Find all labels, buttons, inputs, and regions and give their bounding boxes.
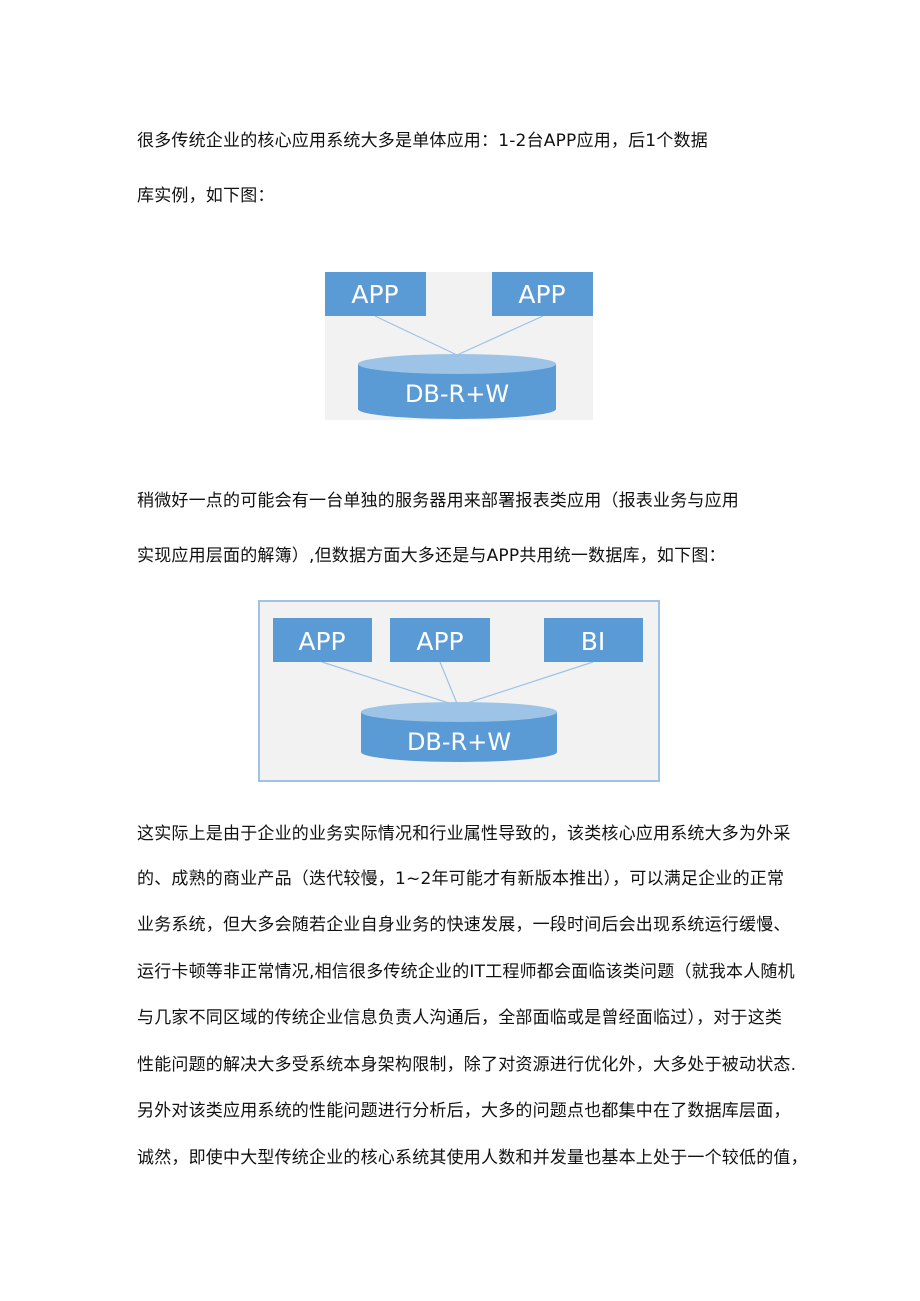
paragraph3-line4: 运行卡顿等非正常情况,相信很多传统企业的IT工程师都会面临该类问题（就我本人随机: [137, 962, 795, 982]
paragraph2-line2: 实现应用层面的解簿）,但数据方面大多还是与APP共用统一数据库，如下图：: [137, 546, 726, 566]
figure2-app-box-2: [390, 618, 490, 662]
paragraph3-line3: 业务系统，但大多会随若企业自身业务的快速发展，一段时间后会出现系统运行缓慢、: [137, 915, 791, 935]
paragraph3-line6: 性能问题的解决大多受系统本身架构限制，除了对资源进行优化外，大多处于被动状态.: [137, 1055, 797, 1075]
figure2-bi-label: BI: [581, 627, 606, 656]
figure2-bi-box: [544, 618, 643, 662]
figure1-app-box-2: [492, 272, 593, 316]
paragraph3-line2: 的、成熟的商业产品（迭代较慢，1~2年可能才有新版本推出），可以满足企业的正常: [137, 869, 785, 889]
paragraph3-line7: 另外对该类应用系统的性能问题进行分析后，大多的问题点也都集中在了数据库层面，: [137, 1101, 791, 1121]
paragraph1-line2: 库实例，如下图：: [137, 186, 275, 206]
figure1-app-box-1: [325, 272, 426, 316]
figure2-connector-left: [321, 661, 459, 707]
figure2-db-label: DB-R+W: [407, 728, 511, 756]
figure1-architecture-diagram: APP APP DB-R+W: [325, 272, 593, 420]
figure2-db-cylinder: [361, 712, 557, 762]
figure2-architecture-diagram: APP APP BI DB-R+W: [258, 600, 660, 782]
figure1-app-label-2: APP: [518, 280, 565, 309]
figure2-db-cylinder-top: [361, 702, 557, 722]
paragraph3-line1: 这实际上是由于企业的业务实际情况和行业属性导致的，该类核心应用系统大多为外采: [137, 824, 791, 844]
figure1-app-label-1: APP: [351, 280, 398, 309]
paragraph3-line8: 诚然，即使中大型传统企业的核心系统其使用人数和并发量也基本上处于一个较低的值，: [137, 1148, 808, 1168]
figure1-db-cylinder-top: [358, 354, 556, 374]
figure1-connector-right: [456, 315, 544, 356]
figure2-app-box-1: [273, 618, 372, 662]
paragraph3-line5: 与几家不同区域的传统企业信息负责人沟通后，全部面临或是曾经面临过），对于这类: [137, 1008, 783, 1028]
figure2-app-label-2: APP: [416, 627, 463, 656]
figure2-app-label-1: APP: [298, 627, 345, 656]
figure1-db-label: DB-R+W: [405, 380, 509, 408]
figure1-db-cylinder: [358, 364, 556, 419]
figure1-connector-left: [374, 315, 458, 356]
figure2-connector-middle: [439, 661, 459, 707]
figure2-connector-right: [457, 661, 594, 707]
paragraph1-line1: 很多传统企业的核心应用系统大多是单体应用：1-2台APP应用，后1个数据: [137, 131, 708, 151]
paragraph2-line1: 稍微好一点的可能会有一台单独的服务器用来部署报表类应用（报表业务与应用: [137, 491, 739, 511]
